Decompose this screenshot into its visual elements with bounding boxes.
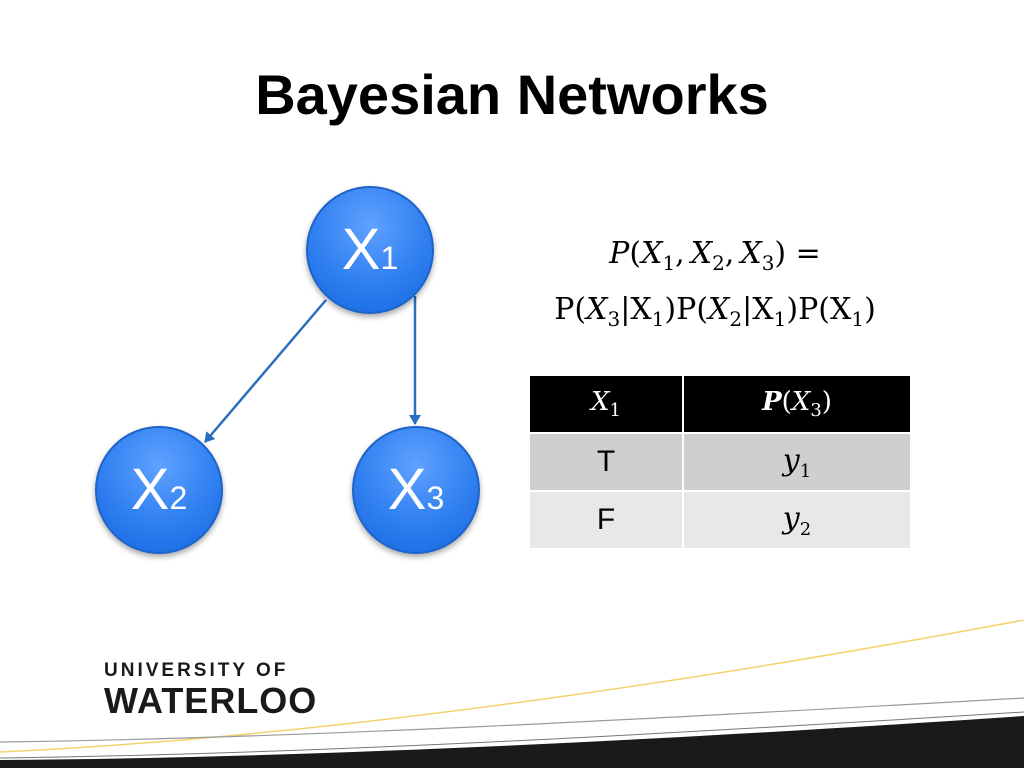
logo-line2: WATERLOO	[104, 680, 318, 721]
edge-x1-x2	[204, 299, 327, 443]
joint-probability-formula-line1: P(X1, X2, X3) =	[609, 236, 821, 275]
footer-swoosh	[0, 620, 1024, 768]
node-x2: X2	[95, 426, 223, 554]
graph-edges	[204, 296, 421, 443]
node-x1: X1	[306, 186, 434, 314]
node-x3-subscript: 3	[426, 480, 445, 516]
table-row: F y2	[528, 490, 912, 550]
node-x2-subscript: 2	[169, 480, 188, 516]
table-header-x1: X1	[528, 374, 684, 434]
node-x1-subscript: 1	[380, 240, 399, 276]
slide-title: Bayesian Networks	[255, 63, 769, 126]
table-header-p-x3: P(X3)	[682, 374, 912, 434]
table-row: T y1	[528, 432, 912, 492]
node-x3: X3	[352, 426, 480, 554]
table-cell-x1: F	[528, 490, 684, 550]
table-cell-probability: y1	[682, 432, 912, 492]
node-x1-label: X	[341, 217, 381, 282]
table-cell-probability: y2	[682, 490, 912, 550]
university-of-waterloo-logo: UNIVERSITY OF WATERLOO	[104, 660, 317, 722]
conditional-probability-table: X1 P(X3) T y1 F y2	[528, 374, 912, 550]
joint-probability-formula-line2: P(X3|X1)P(X2|X1)P(X1)	[554, 292, 876, 331]
node-x3-label: X	[387, 457, 427, 522]
table-header-row: X1 P(X3)	[528, 374, 912, 434]
node-x2-label: X	[130, 457, 170, 522]
table-cell-x1: T	[528, 432, 684, 492]
logo-line1: UNIVERSITY OF	[104, 660, 289, 681]
